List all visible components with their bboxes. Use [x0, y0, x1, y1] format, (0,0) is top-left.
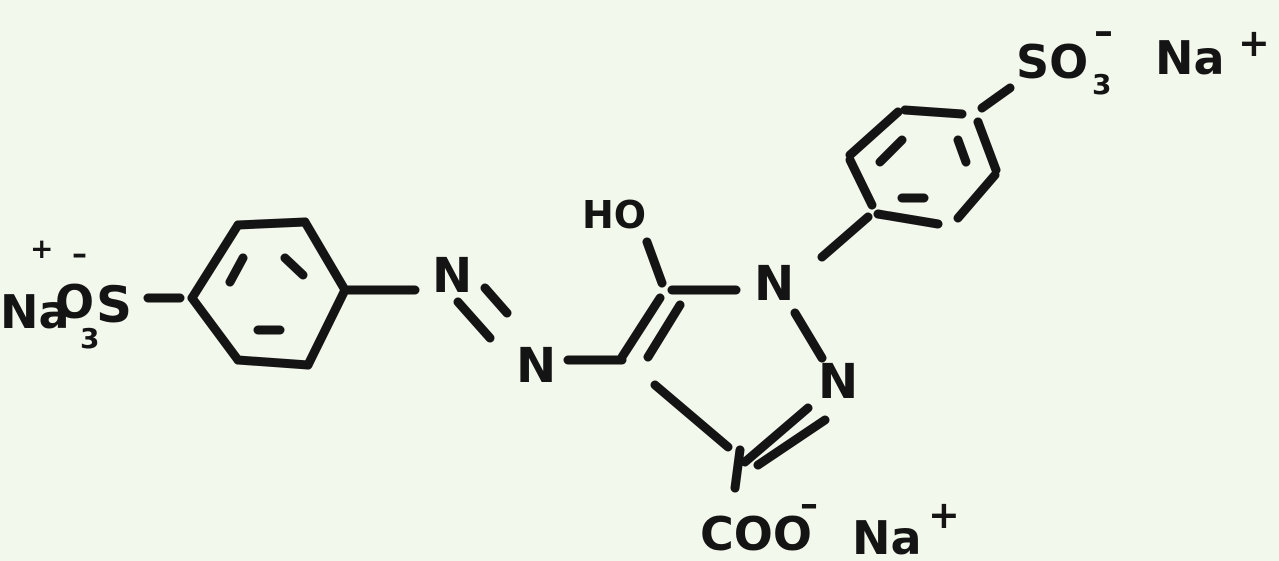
bond [303, 285, 350, 370]
bond-hydroxyl [642, 237, 667, 288]
bond [643, 300, 685, 362]
bond-carboxylate [730, 445, 745, 493]
bond [845, 107, 903, 160]
bond [973, 117, 1001, 175]
right-sulfonate-label: SO [1016, 35, 1088, 89]
carboxylate-plus-label: + [928, 493, 960, 537]
bond [845, 155, 877, 210]
hydroxyl-label: HO [582, 193, 646, 237]
bond [753, 415, 830, 470]
carboxylate-sodium-label: Na [852, 511, 922, 561]
azo-n-bottom-label: N [516, 338, 556, 394]
left-minus-label: – [72, 237, 87, 272]
bond [300, 217, 350, 295]
bond [650, 380, 733, 452]
bond-n-phenyl [817, 212, 873, 262]
bond [233, 217, 310, 230]
right-subscript-label: 3 [1092, 68, 1111, 101]
bond-sulfonate-right [977, 83, 1015, 113]
left-subscript-label: 3 [80, 322, 99, 355]
pyrazole-ring [617, 285, 830, 470]
carboxylate-label: COO [700, 507, 812, 561]
bond [233, 355, 313, 370]
inner-bond [953, 135, 971, 167]
inner-bond [280, 253, 308, 280]
right-benzene-ring [845, 105, 1001, 229]
left-sodium-label: Na [0, 285, 70, 339]
left-benzene-ring [187, 217, 350, 370]
azo-double-bond [453, 297, 495, 343]
bond [740, 403, 813, 467]
left-sulfur-label: S [96, 276, 132, 334]
pyrazole-n2-label: N [818, 354, 858, 410]
inner-bond [225, 253, 248, 287]
bond [187, 220, 243, 303]
bond [790, 308, 827, 363]
azo-double-bond [480, 283, 512, 318]
carboxylate-minus-label: – [800, 484, 818, 525]
left-plus-label: + [30, 232, 53, 265]
azo-n-top-label: N [432, 248, 472, 304]
bond [873, 209, 943, 229]
bond [617, 293, 665, 362]
right-plus-label: + [1238, 21, 1270, 65]
right-sodium-label: Na [1155, 31, 1225, 85]
pyrazole-n1-label: N [754, 256, 794, 312]
bond [900, 105, 967, 119]
bond [187, 293, 243, 365]
bond [953, 170, 1000, 223]
left-oxygen-label: O [55, 275, 94, 329]
right-minus-label: – [1094, 9, 1113, 53]
inner-bond [875, 135, 907, 167]
